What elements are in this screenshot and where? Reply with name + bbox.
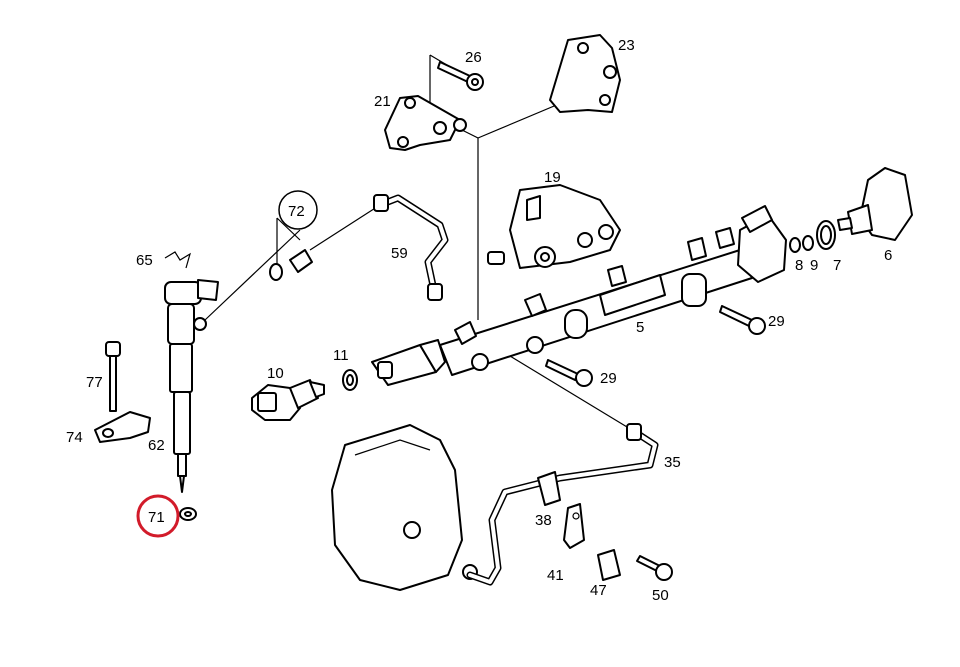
part-29-bolt-lower[interactable] <box>545 359 593 387</box>
label-59: 59 <box>391 245 408 262</box>
label-7: 7 <box>833 257 841 274</box>
label-5: 5 <box>636 319 644 336</box>
label-35: 35 <box>664 454 681 471</box>
label-65: 65 <box>136 252 153 269</box>
label-62: 62 <box>148 437 165 454</box>
part-6-pressure-regulator[interactable] <box>837 167 913 241</box>
label-77: 77 <box>86 374 103 391</box>
label-29-lower: 29 <box>600 370 617 387</box>
part-10-pressure-sensor[interactable] <box>251 379 325 421</box>
label-11: 11 <box>333 347 349 364</box>
part-65-clip[interactable] <box>164 251 191 269</box>
part-47-clip[interactable] <box>597 549 621 581</box>
part-77-bolt[interactable] <box>105 341 121 412</box>
label-26: 26 <box>465 49 482 66</box>
label-50: 50 <box>652 587 669 604</box>
part-19-bracket[interactable] <box>487 184 621 269</box>
part-9-washer[interactable] <box>802 235 814 251</box>
callout-circle-72 <box>278 190 318 230</box>
label-29-upper: 29 <box>768 313 785 330</box>
part-26-bolt[interactable] <box>437 61 484 91</box>
label-21: 21 <box>374 93 391 110</box>
part-7-o-ring[interactable] <box>816 220 836 250</box>
highlight-circle-71 <box>136 494 180 538</box>
rail-end-sensor[interactable] <box>371 339 446 386</box>
label-10: 10 <box>267 365 284 382</box>
high-pressure-pump[interactable] <box>331 424 478 591</box>
part-62-injector[interactable] <box>164 279 219 493</box>
label-41: 41 <box>547 567 564 584</box>
part-11-seal-washer[interactable] <box>342 369 358 391</box>
label-19: 19 <box>544 169 561 186</box>
part-59-injector-pipe[interactable] <box>373 194 449 301</box>
label-47: 47 <box>590 582 607 599</box>
leader-lines <box>204 54 633 431</box>
part-50-bolt[interactable] <box>636 555 673 581</box>
part-71-washer[interactable] <box>179 507 197 521</box>
part-38-pipe-clip[interactable] <box>537 471 561 506</box>
label-6: 6 <box>884 247 892 264</box>
part-72-fitting[interactable] <box>269 249 313 281</box>
label-8: 8 <box>795 257 803 274</box>
part-29-bolt-upper[interactable] <box>719 305 766 335</box>
part-23-bracket[interactable] <box>549 34 621 113</box>
label-71: 71 <box>148 509 165 526</box>
label-72: 72 <box>288 203 305 220</box>
label-9: 9 <box>810 257 818 274</box>
rail-regulator-housing[interactable] <box>737 205 787 283</box>
label-23: 23 <box>618 37 635 54</box>
part-35-fuel-pipe[interactable] <box>466 423 659 586</box>
part-41-bracket[interactable] <box>563 503 585 549</box>
part-21-bracket[interactable] <box>384 95 467 151</box>
label-74: 74 <box>66 429 83 446</box>
part-8-washer[interactable] <box>789 237 801 253</box>
label-38: 38 <box>535 512 552 529</box>
part-74-clamp[interactable] <box>94 411 151 443</box>
